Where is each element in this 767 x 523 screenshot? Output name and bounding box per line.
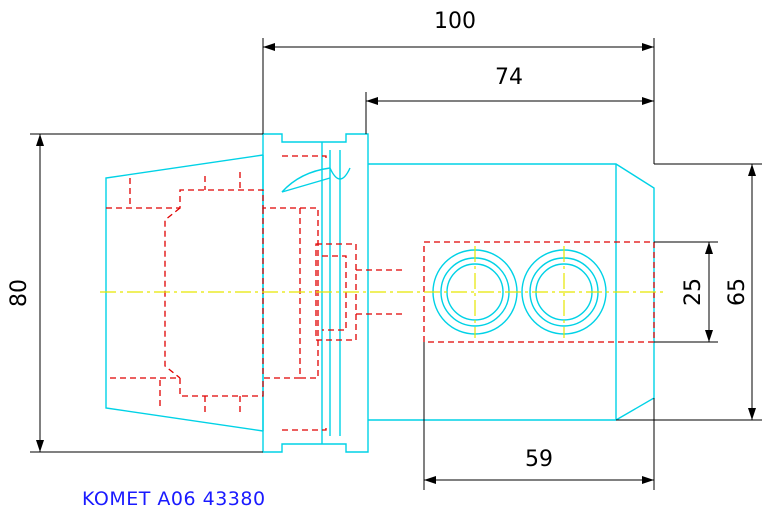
part-outline [105,133,655,453]
part-caption: KOMET A06 43380 [82,488,266,510]
dim-bore-extent: 59 [525,447,553,472]
dim-flange-diameter: 80 [7,279,32,307]
dim-bore-spacing: 25 [681,278,706,306]
taper-shank-outline [105,154,264,432]
flange-outline [262,133,369,453]
dim-body-length: 74 [495,65,523,90]
dim-overall-length: 100 [434,9,476,34]
dimension-lines [30,38,762,490]
hidden-lines [106,155,655,431]
dim-body-diameter: 65 [725,278,750,306]
centerlines [100,246,666,338]
